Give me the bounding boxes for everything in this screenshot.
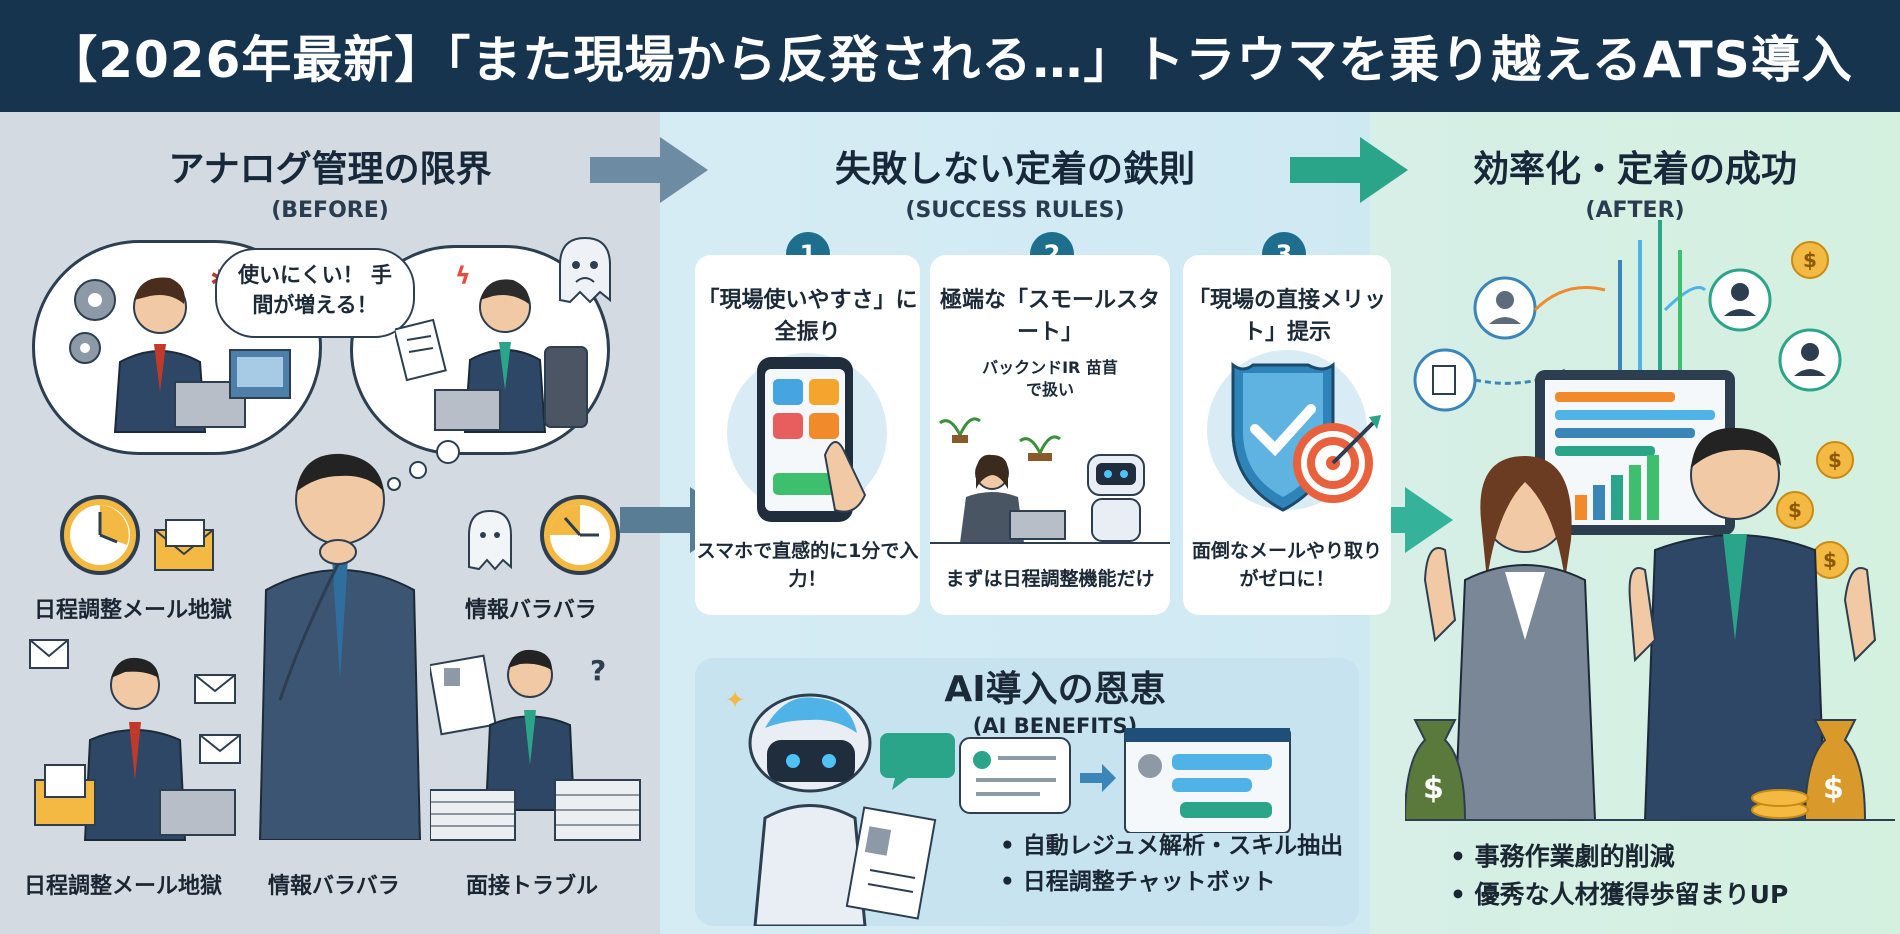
rule-card-foot: 面倒なメールやり取りがゼロに！ — [1191, 540, 1382, 590]
svg-text:$: $ — [1828, 448, 1842, 472]
before-label: 情報バラバラ — [465, 598, 597, 623]
svg-text:ϟ: ϟ — [455, 262, 471, 290]
before-label: 日程調整メール地獄 — [34, 598, 233, 623]
before-title: アナログ管理の限界 — [168, 149, 492, 190]
chatbot-screen-illustration — [880, 728, 1291, 833]
ai-benefit-list: • 自動レジュメ解析・スキル抽出 • 日程調整チャットボット — [1000, 828, 1343, 900]
rules-heading: 失敗しない定着の鉄則 (SUCCESS RULES) — [660, 140, 1370, 223]
header-banner: 【2026年最新】「また現場から反発される…」トラウマを乗り越えるATS導入 — [0, 0, 1900, 112]
before-label: 日程調整メール地獄 — [24, 874, 223, 899]
after-title: 効率化・定着の成功 — [1472, 149, 1797, 190]
rule-card-benefit: 「現場の直接メリット」提示 面倒なメールやり取りがゼロに！ — [1183, 255, 1391, 615]
rule-card-usability: 「現場使いやすさ」に全振り スマホで直感的に1分で入力！ — [695, 255, 920, 615]
overwhelmed-man-illustration — [29, 639, 241, 841]
robot-icon: ✦ — [725, 686, 937, 926]
rule-card-note: バックンドIR 苗苜で扱い — [982, 358, 1118, 399]
rule-card-foot: まずは日程調整機能だけ — [945, 568, 1155, 590]
before-label: 情報バラバラ — [268, 874, 400, 899]
ghost-icon — [468, 509, 512, 571]
rule-card-title: 極端な「スモールスタート」 — [939, 288, 1160, 345]
ai-subtitle: (AI BENEFITS) — [972, 714, 1138, 738]
ghost-icon — [559, 236, 611, 304]
gear-icon — [69, 279, 116, 364]
arrow-right-icon — [1335, 487, 1453, 553]
thought-dots — [387, 440, 460, 491]
svg-text:$: $ — [1823, 771, 1844, 806]
ai-title: AI導入の恩恵 — [944, 669, 1166, 710]
clock-icon — [60, 495, 140, 575]
svg-text:$: $ — [1788, 498, 1802, 522]
before-label: 面接トラブル — [466, 874, 599, 899]
ai-benefit-item: • 日程調整チャットボット — [1000, 869, 1276, 895]
after-heading: 効率化・定着の成功 (AFTER) — [1370, 140, 1900, 223]
rules-subtitle: (SUCCESS RULES) — [905, 198, 1125, 223]
arrow-right-icon — [1290, 137, 1408, 203]
rule-card-small-start: 極端な「スモールスタート」 バックンドIR 苗苜で扱い まずは日程調整機能だけ — [930, 255, 1170, 615]
complaint-speech-bubble: 使いにくい！ 手間が増える！ — [215, 248, 415, 338]
rule-card-title: 「現場の直接メリット」提示 — [1187, 288, 1386, 345]
complaint-text: 使いにくい！ 手間が増える！ — [238, 263, 392, 317]
svg-text:?: ? — [590, 654, 606, 687]
smartphone-icon — [727, 353, 887, 522]
svg-text:$: $ — [1823, 548, 1837, 572]
rules-title: 失敗しない定着の鉄則 — [834, 149, 1195, 190]
robot-and-woman-illustration — [930, 417, 1170, 544]
stressed-man-illustration: ϟ — [395, 262, 588, 433]
rule-card-title: 「現場使いやすさ」に全振り — [697, 288, 918, 345]
page-title: 【2026年最新】「また現場から反発される…」トラウマを乗り越えるATS導入 — [47, 31, 1853, 89]
rule-card-foot: スマホで直感的に1分で入力！ — [696, 540, 919, 590]
after-benefit-list: • 事務作業劇的削減 • 優秀な人材獲得歩留まりUP — [1450, 838, 1788, 914]
arrow-right-icon — [590, 137, 708, 203]
after-benefit-item: • 優秀な人材獲得歩留まりUP — [1450, 880, 1789, 909]
ai-benefits-box: AI導入の恩恵 (AI BENEFITS) ✦ • 自動レジュメ解析・スキル抽出… — [695, 658, 1359, 926]
frustrated-man-illustration: ✱ — [113, 265, 291, 433]
clock-icon — [540, 495, 620, 575]
before-heading: アナログ管理の限界 (BEFORE) — [0, 140, 660, 223]
before-subtitle: (BEFORE) — [271, 198, 389, 223]
svg-text:✦: ✦ — [725, 686, 745, 714]
ai-heading: AI導入の恩恵 (AI BENEFITS) — [905, 660, 1205, 738]
after-subtitle: (AFTER) — [1585, 198, 1685, 223]
worried-man-illustration — [258, 453, 422, 840]
paperwork-man-illustration: ? — [430, 649, 641, 841]
svg-text:$: $ — [1423, 771, 1444, 806]
svg-text:$: $ — [1803, 248, 1817, 272]
ai-benefit-item: • 自動レジュメ解析・スキル抽出 — [1000, 833, 1344, 859]
after-benefit-item: • 事務作業劇的削減 — [1450, 842, 1675, 871]
success-team-illustration: $ $ $ $ $ $ — [1405, 220, 1895, 821]
shield-target-icon — [1207, 350, 1381, 512]
envelope-icon — [154, 519, 214, 571]
